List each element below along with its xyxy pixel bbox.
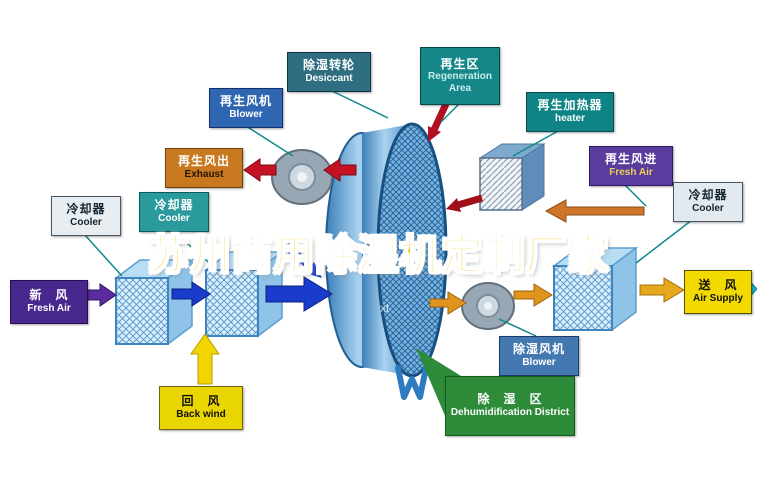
label-fresh-air-inlet: 新 风 Fresh Air bbox=[10, 280, 88, 324]
label-back-wind-en: Back wind bbox=[176, 409, 226, 421]
label-cooler-right: 冷却器 Cooler bbox=[673, 182, 743, 222]
label-regeneration-blower: 再生风机 Blower bbox=[209, 88, 283, 128]
label-fresh-in-en: Fresh Air bbox=[27, 303, 71, 315]
label-dehumid-district-en: Dehumidification District bbox=[450, 407, 570, 419]
label-dehumid-district-zh: 除 湿 区 bbox=[477, 392, 543, 407]
label-desiccant-wheel: 除湿转轮 Desiccant bbox=[287, 52, 371, 92]
regen-fresh-air-arrow bbox=[544, 199, 645, 223]
label-desiccant-en: Desiccant bbox=[305, 73, 353, 85]
regen-exhaust-arrow-2 bbox=[243, 158, 277, 182]
regen-area-arrow-head bbox=[428, 126, 441, 142]
label-fresh-in-zh: 新 风 bbox=[29, 288, 69, 303]
label-desiccant-zh: 除湿转轮 bbox=[302, 58, 355, 73]
label-cooler-left-en: Cooler bbox=[70, 217, 102, 229]
label-cooler-right-zh: 冷却器 bbox=[688, 188, 728, 203]
regen-area-arrow-shaft bbox=[430, 102, 450, 132]
label-heater-en: heater bbox=[554, 113, 585, 125]
label-return-air: 回 风 Back wind bbox=[159, 386, 243, 430]
label-cooler-left-zh: 冷却器 bbox=[66, 202, 106, 217]
desiccant-wheel bbox=[325, 122, 448, 400]
label-regen-blower-zh: 再生风机 bbox=[219, 94, 272, 109]
label-air-supply-zh: 送 风 bbox=[698, 278, 738, 293]
label-regen-fresh-en: Fresh Air bbox=[609, 167, 653, 179]
process-air-arrow-2 bbox=[265, 276, 333, 312]
label-air-supply: 送 风 Air Supply bbox=[684, 270, 752, 314]
label-regeneration-fresh-air: 再生风进 Fresh Air bbox=[589, 146, 673, 186]
heater-unit bbox=[478, 143, 546, 211]
label-cooler-middle: 冷却器 Cooler bbox=[139, 192, 209, 232]
supply-air-unit bbox=[551, 246, 639, 332]
supply-air-arrow bbox=[639, 277, 685, 303]
label-regeneration-heater: 再生加热器 heater bbox=[526, 92, 614, 132]
label-cooler-right-en: Cooler bbox=[692, 203, 724, 215]
return-air-arrow bbox=[190, 333, 220, 385]
label-cooler-left: 冷却器 Cooler bbox=[51, 196, 121, 236]
label-dehumid-blower-en: Blower bbox=[522, 357, 556, 369]
label-exhaust-zh: 再生风出 bbox=[177, 154, 230, 169]
regen-exhaust-arrow-1 bbox=[323, 158, 357, 182]
label-dehumidification-blower: 除湿风机 Blower bbox=[499, 336, 579, 376]
heated-air-arrow-shaft bbox=[457, 194, 483, 209]
process-air-arrow-1 bbox=[171, 281, 211, 307]
cooled-air-arrow-shaft bbox=[283, 242, 313, 270]
label-back-wind-zh: 回 风 bbox=[181, 394, 221, 409]
label-cooler-mid-zh: 冷却器 bbox=[154, 198, 194, 213]
flow-arrows bbox=[85, 102, 757, 385]
watermark-text: xt bbox=[380, 301, 390, 315]
dry-air-arrow-1 bbox=[429, 291, 467, 315]
label-exhaust-en: Exhaust bbox=[184, 169, 224, 181]
dry-air-arrow-2 bbox=[513, 283, 553, 307]
label-regen-area-en: Regeneration Area bbox=[428, 71, 492, 94]
ribbon-ornament bbox=[395, 365, 429, 400]
label-regen-blower-en: Blower bbox=[229, 109, 263, 121]
heated-air-arrow-head bbox=[446, 198, 461, 212]
regeneration-fan bbox=[271, 149, 333, 205]
label-dehumid-blower-zh: 除湿风机 bbox=[512, 342, 565, 357]
label-regen-area-zh: 再生区 bbox=[440, 56, 480, 71]
label-air-supply-en: Air Supply bbox=[692, 293, 743, 305]
fresh-air-in-arrow bbox=[85, 283, 117, 307]
label-dehumidification-district: 除 湿 区 Dehumidification District bbox=[445, 376, 575, 436]
label-heater-zh: 再生加热器 bbox=[537, 98, 603, 113]
label-regeneration-exhaust: 再生风出 Exhaust bbox=[165, 148, 243, 188]
page-title: 苏州商用除湿机定制厂家 bbox=[147, 231, 610, 279]
cooled-air-arrow-head bbox=[305, 262, 322, 278]
filter-unit-1 bbox=[113, 258, 195, 346]
connector-lines bbox=[83, 89, 693, 337]
label-regeneration-area: 再生区 Regeneration Area bbox=[420, 47, 500, 105]
label-regen-fresh-zh: 再生风进 bbox=[604, 152, 657, 167]
label-cooler-mid-en: Cooler bbox=[158, 213, 190, 225]
